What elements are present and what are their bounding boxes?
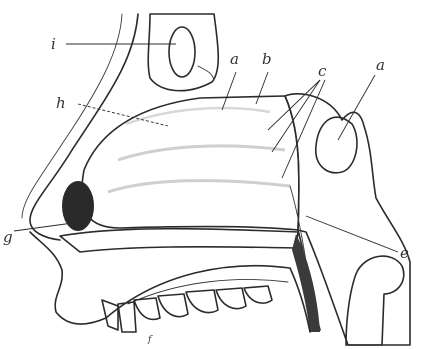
label-a-top: a (230, 50, 239, 68)
label-a-right: a (376, 56, 385, 74)
label-i: i (51, 35, 56, 53)
middle-concha (118, 146, 285, 160)
label-e: e (400, 244, 409, 262)
label-h: h (56, 94, 66, 112)
nasal-cavity (62, 96, 299, 231)
label-c: c (318, 62, 327, 80)
label-f: f (147, 335, 153, 345)
oral-cavity (106, 266, 310, 332)
label-g: g (3, 228, 13, 246)
upper-teeth (102, 286, 272, 332)
lower-concha (108, 181, 290, 192)
label-b: b (262, 50, 272, 68)
vertebra (346, 256, 404, 345)
upper-lip (30, 232, 106, 324)
hard-palate (60, 229, 298, 252)
labels: i a b c a h g e f (3, 35, 409, 345)
frontal-sinus (148, 14, 218, 91)
